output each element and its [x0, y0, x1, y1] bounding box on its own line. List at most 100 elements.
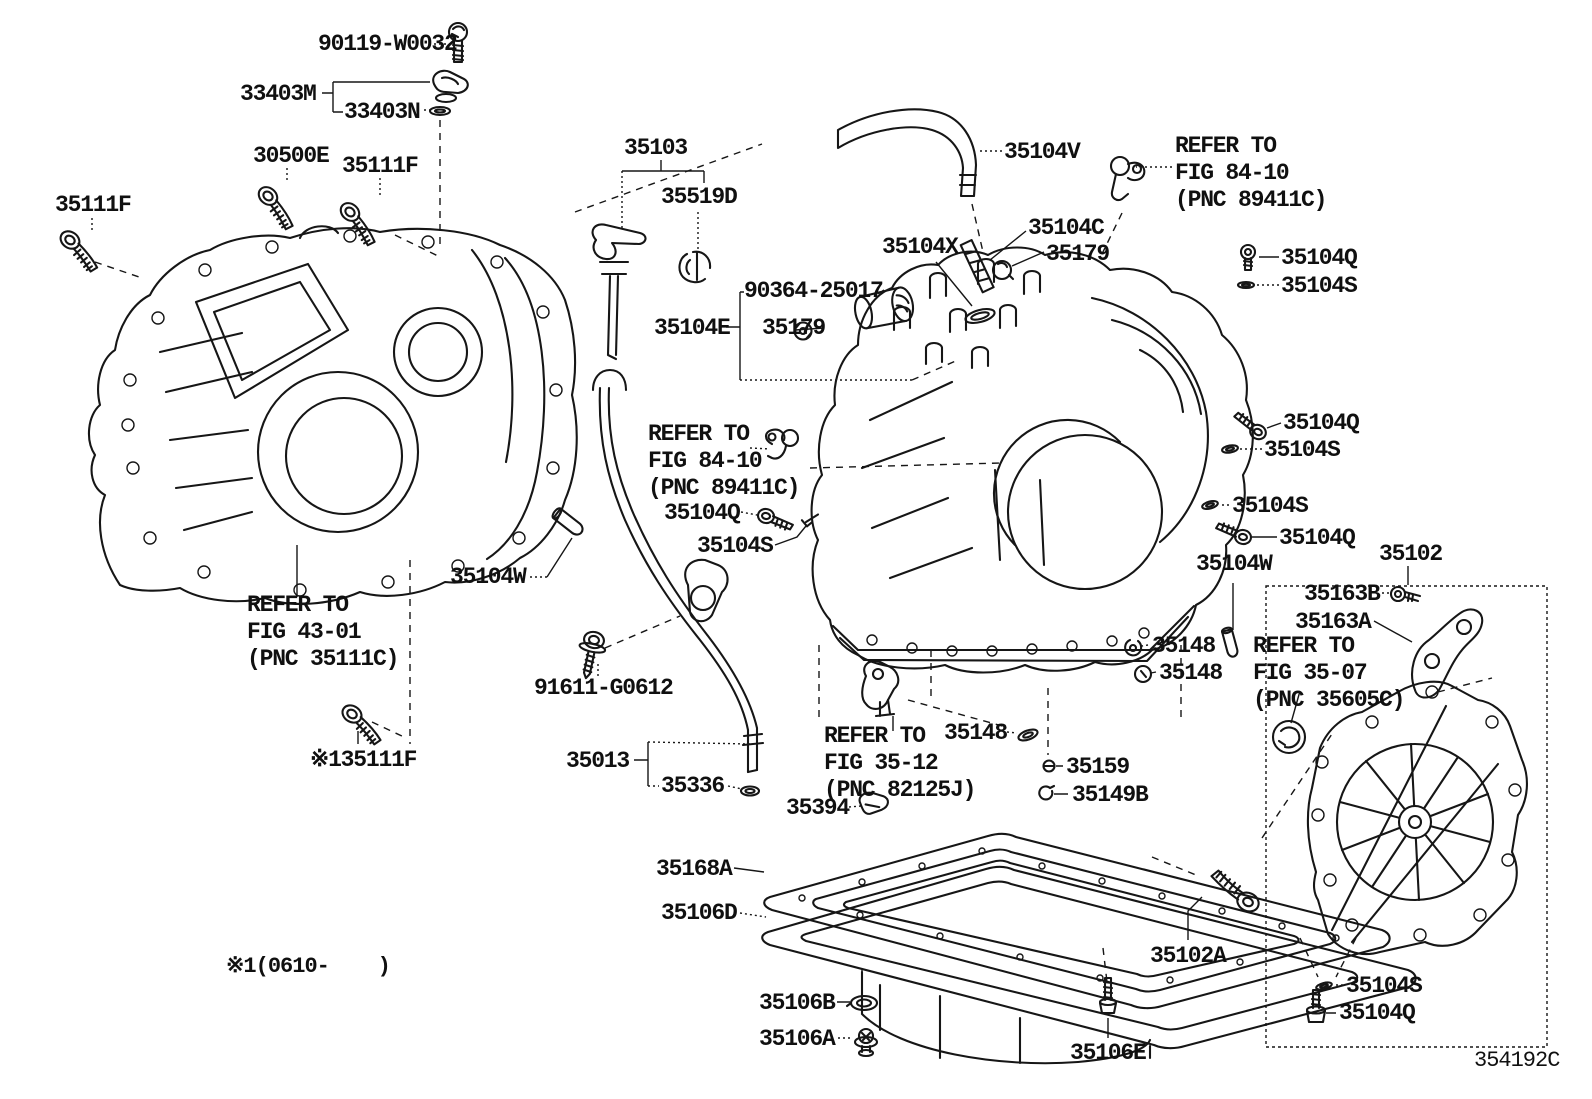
screw-icon-90119	[447, 21, 469, 64]
transaxle-housing-drawing	[87, 225, 578, 606]
part-label-35104S-topright: 35104S	[1281, 273, 1358, 299]
part-label-35103: 35103	[624, 135, 688, 161]
o-ring-icon-35104S-topright	[1236, 280, 1256, 290]
bracket-icon	[1411, 608, 1484, 699]
footnote: ※1(0610- )	[226, 954, 391, 979]
part-label-35106A: 35106A	[759, 1026, 836, 1052]
part-label-35104W-right: 35104W	[1196, 551, 1273, 577]
part-label-35104S-center: 35104S	[697, 533, 774, 559]
clip-icon-35519D	[678, 250, 712, 284]
o-ring-icon-35104S-right1	[1221, 444, 1239, 454]
part-label-35104C: 35104C	[1028, 215, 1105, 241]
part-label-35148-center: 35148	[944, 720, 1008, 746]
part-label-35106E: 35106E	[1070, 1040, 1147, 1066]
washer-icon-35148-right2	[1133, 664, 1153, 684]
part-label-35104Q-center: 35104Q	[664, 500, 741, 526]
part-label-35104S-box: 35104S	[1346, 973, 1423, 999]
grommet-icon-35394	[858, 791, 889, 815]
part-label-35336: 35336	[661, 773, 725, 799]
part-label-35106D: 35106D	[661, 900, 738, 926]
part-label-35104S-right1: 35104S	[1264, 437, 1341, 463]
leader-lines	[296, 81, 1413, 1038]
bushing-icon-90364	[853, 286, 915, 330]
dotted-leader-lines	[91, 43, 1391, 1039]
part-label-90119-W0032: 90119-W0032	[318, 31, 458, 57]
case-cover-group	[1265, 585, 1548, 1048]
bolt-icon-30500E	[257, 186, 294, 231]
part-label-30500E: 30500E	[253, 143, 330, 169]
detail-box-border	[1265, 585, 1548, 1048]
o-ring-icon-35104X	[964, 307, 996, 325]
part-label-35179-mid: 35179	[762, 315, 826, 341]
part-label-35168A: 35168A	[656, 856, 733, 882]
part-label-35111F-left: 35111F	[55, 192, 132, 218]
pin-icon-35104S-center	[800, 513, 820, 528]
washer-icon-35148-right1	[1124, 638, 1143, 657]
part-label-91611-G0612: 91611-G0612	[534, 675, 674, 701]
o-ring-icon-35148-center	[1017, 728, 1039, 742]
part-label-35104Q-box: 35104Q	[1339, 1000, 1416, 1026]
bolt-icon-35111F-top	[339, 202, 376, 247]
bolt-icon-35104Q-center	[756, 507, 794, 531]
part-label-90364-25017: 90364-25017	[744, 278, 884, 304]
part-label-35106B: 35106B	[759, 990, 836, 1016]
sensor-stick-icon-35104C	[959, 239, 995, 294]
part-label-35149B: 35149B	[1072, 782, 1149, 808]
bolt-icon-35111F-left	[59, 230, 99, 273]
part-label-35111F-starred: ※135111F	[310, 747, 418, 773]
bolt-icon-35102A	[1210, 869, 1260, 913]
screw-icon-35104Q-topright	[1239, 243, 1257, 272]
oil-pan-gasket-drawing	[763, 832, 1391, 1010]
o-ring-icon-33403N	[428, 105, 452, 117]
part-label-35104Q-right1: 35104Q	[1283, 410, 1360, 436]
part-label-35104Q-topright: 35104Q	[1281, 245, 1358, 271]
bolt-icon-35104Q-right2	[1215, 522, 1253, 546]
part-label-35013: 35013	[566, 748, 630, 774]
part-label-35104X: 35104X	[882, 234, 959, 260]
part-label-35102: 35102	[1379, 541, 1443, 567]
bolt-icon-35104Q-right1	[1233, 411, 1267, 441]
rocker-arm-icon-33403M	[432, 69, 469, 104]
o-ring-icon-35104S-right2	[1201, 499, 1219, 511]
sensor-icon-center	[764, 428, 800, 460]
part-label-35394: 35394	[786, 795, 850, 821]
drain-plug-icon-35106E	[1098, 976, 1118, 1015]
plug-icon-35106B	[845, 994, 879, 1012]
case-cover-plate-drawing	[1306, 680, 1528, 956]
part-label-35159: 35159	[1066, 754, 1130, 780]
part-label-35163B: 35163B	[1304, 581, 1381, 607]
part-label-35104E: 35104E	[654, 315, 731, 341]
part-label-35179-top: 35179	[1046, 241, 1110, 267]
part-label-33403M: 33403M	[240, 81, 317, 107]
oil-pan-drawing	[761, 865, 1417, 1065]
part-label-35111F-top: 35111F	[342, 153, 419, 179]
dipstick-drawing	[591, 223, 647, 361]
part-label-35104Q-right2: 35104Q	[1279, 525, 1356, 551]
filler-tube-drawing	[591, 368, 765, 774]
transaxle-case-drawing	[810, 246, 1254, 674]
c-ring-icon-35149B	[1038, 784, 1056, 801]
o-ring-icon-35336	[739, 785, 761, 797]
bolt-icon-91611	[578, 630, 607, 680]
o-ring-icon-35104S-box	[1315, 981, 1333, 991]
part-label-35102A: 35102A	[1150, 943, 1227, 969]
part-label-35163A: 35163A	[1295, 609, 1372, 635]
part-label-35104V: 35104V	[1004, 139, 1081, 165]
dowel-icon-35104W-left	[551, 507, 584, 536]
speed-sensor-icon	[861, 659, 900, 718]
bolt-icon-35111F-starred	[341, 704, 382, 746]
part-label-35104W-left: 35104W	[450, 564, 527, 590]
part-label-35519D: 35519D	[661, 184, 738, 210]
part-label-35148-right2: 35148	[1159, 660, 1223, 686]
bolt-tiny-icon-35159	[1042, 759, 1056, 773]
drawing-number: 354192C	[1474, 1048, 1560, 1073]
sensor-icon-top-right	[1109, 155, 1146, 202]
part-label-35104S-right2: 35104S	[1232, 493, 1309, 519]
